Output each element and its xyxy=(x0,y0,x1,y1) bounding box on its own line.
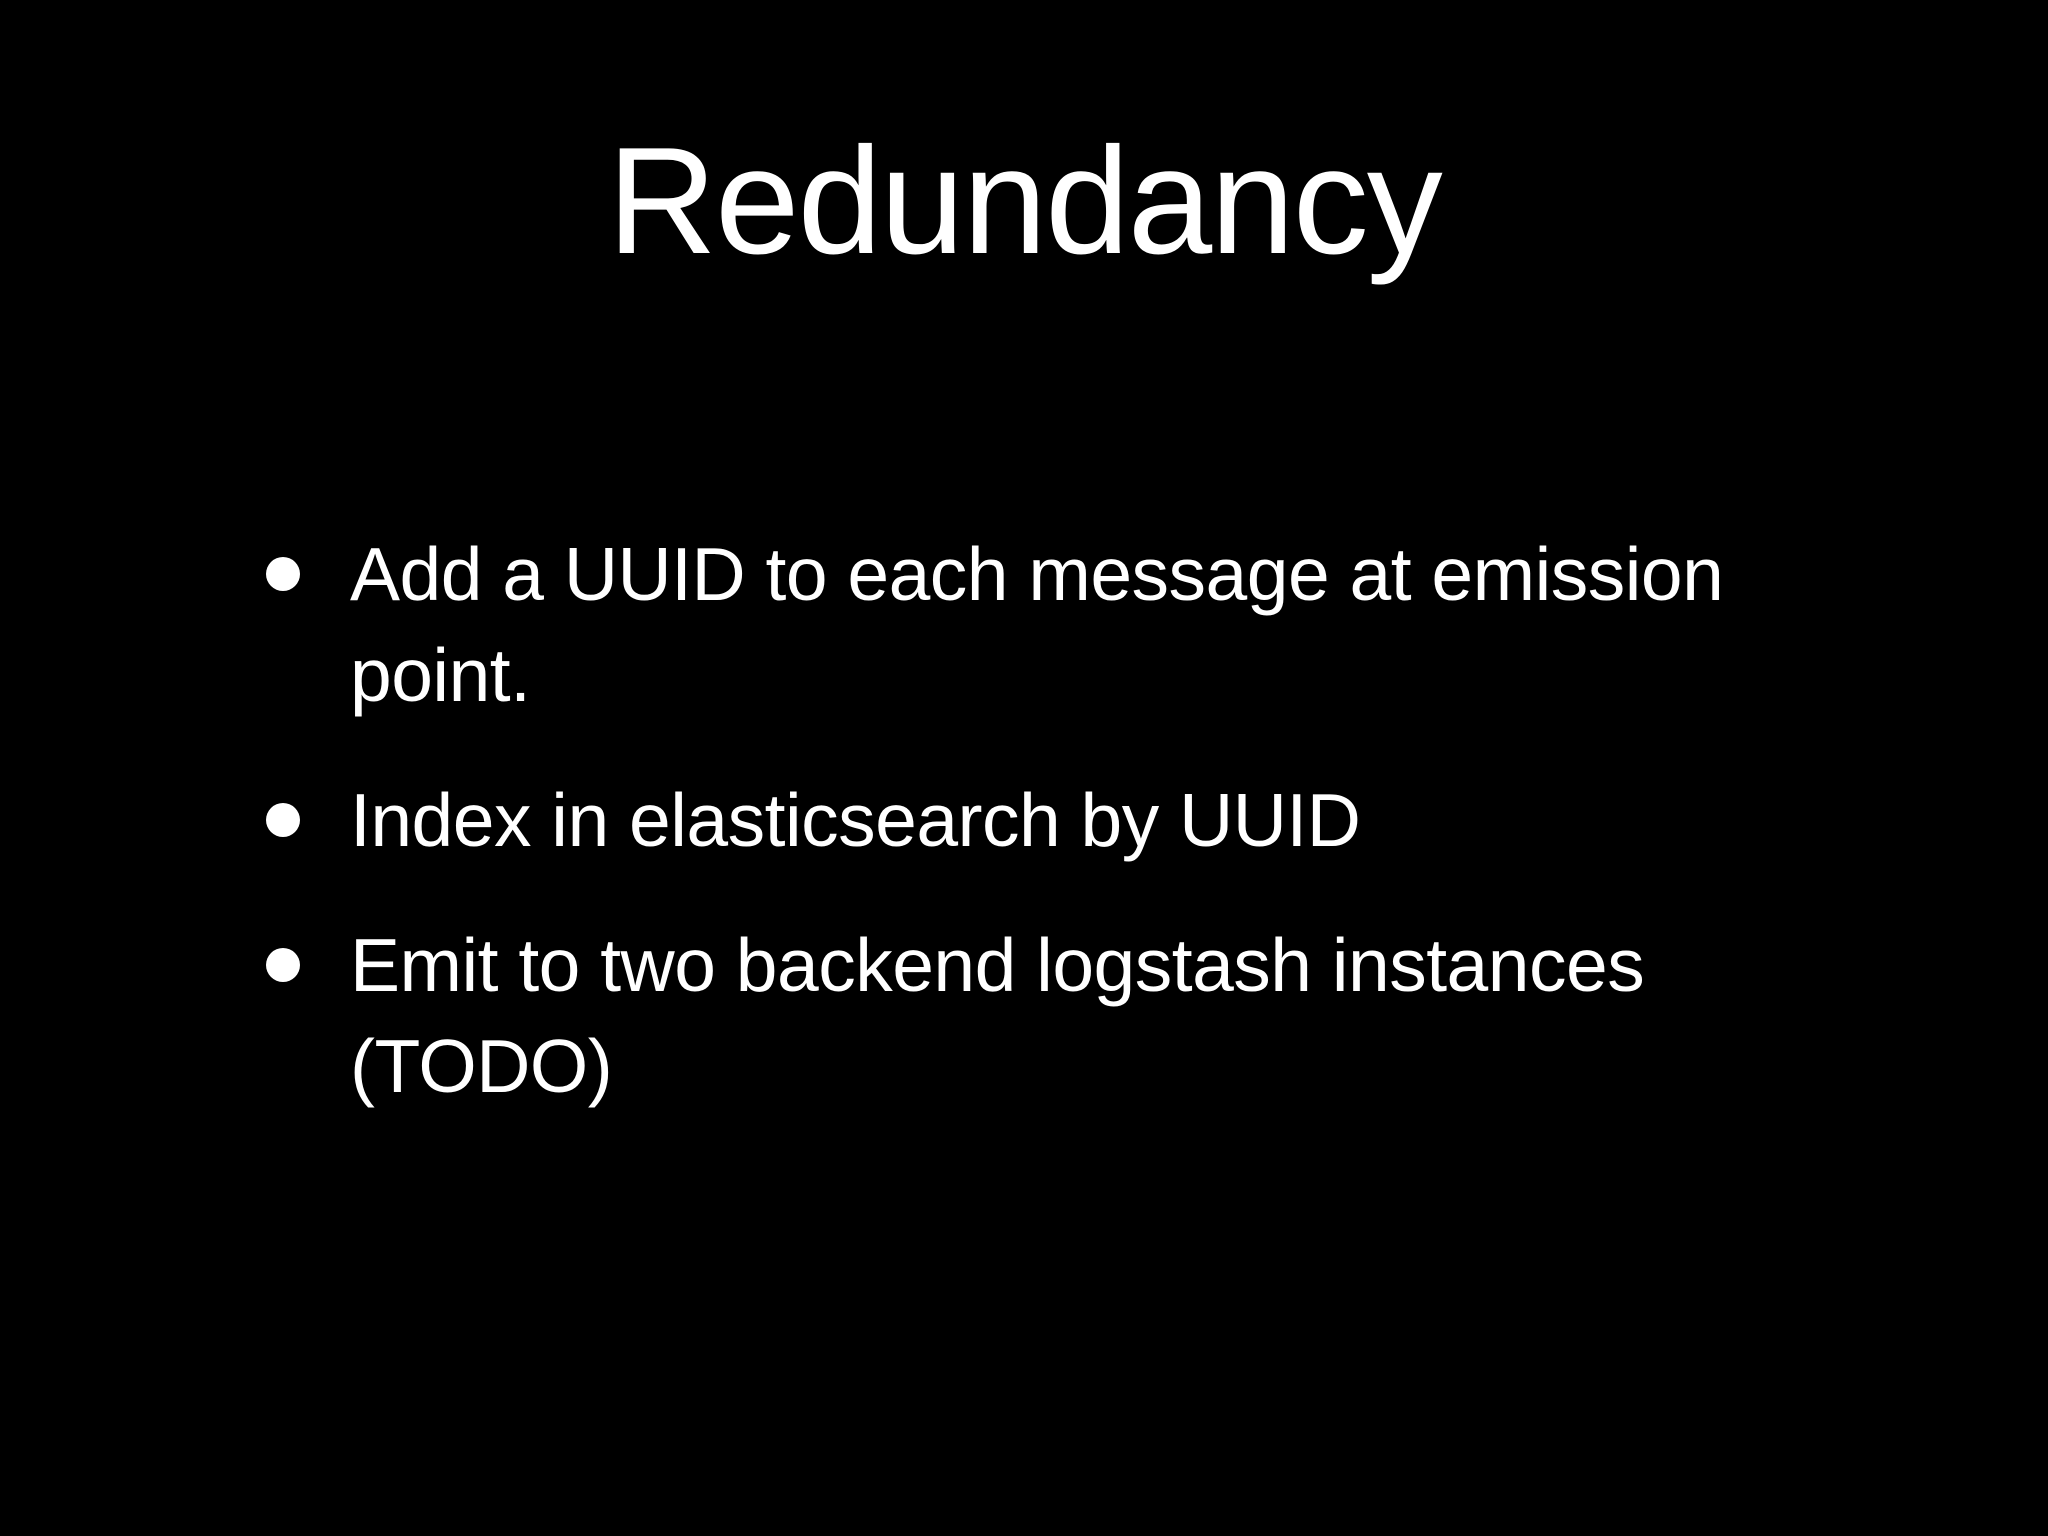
bullet-1-line-1: Add a UUID to each message at emission xyxy=(350,532,1724,616)
bullet-1-line-2: point. xyxy=(350,633,531,717)
bullet-item-2: Index in elasticsearch by UUID xyxy=(266,770,1800,871)
bullet-2-line-1: Index in elasticsearch by UUID xyxy=(350,778,1361,862)
bullet-item-3: Emit to two backend logstash instances (… xyxy=(266,915,1800,1117)
bullet-list: Add a UUID to each message at emission p… xyxy=(266,524,1800,1161)
slide-title: Redundancy xyxy=(607,116,1443,286)
bullet-item-1: Add a UUID to each message at emission p… xyxy=(266,524,1800,726)
bullet-3-line-2: (TODO) xyxy=(350,1024,613,1108)
bullet-3-line-1: Emit to two backend logstash instances xyxy=(350,923,1645,1007)
